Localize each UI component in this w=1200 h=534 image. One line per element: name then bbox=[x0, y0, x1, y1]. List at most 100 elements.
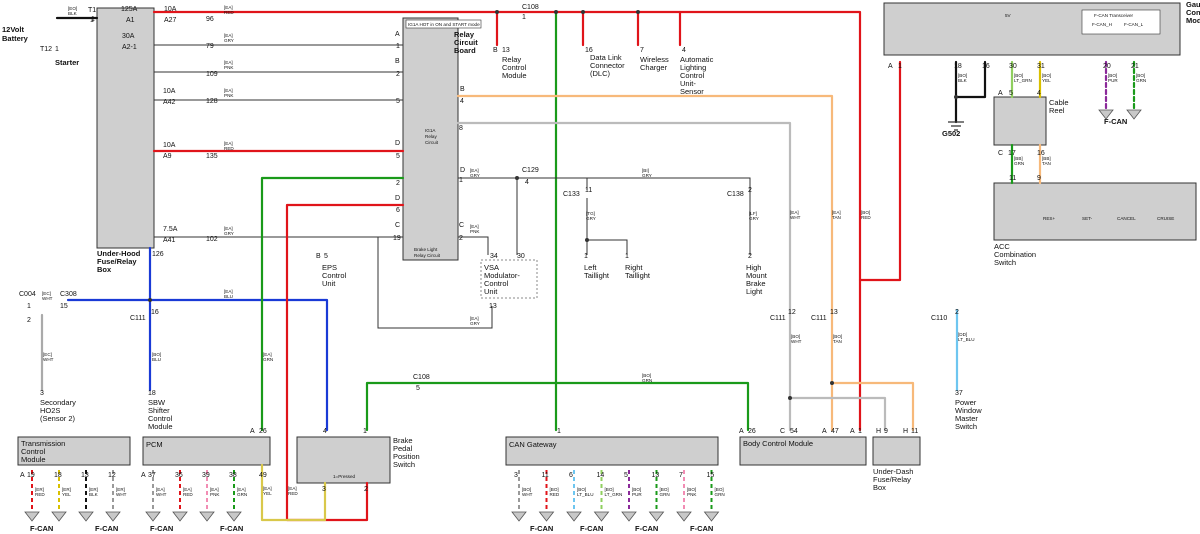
fcan-code: [ER] bbox=[89, 487, 98, 492]
code-ye-pcm49-2: YEL bbox=[263, 491, 272, 496]
code-red-top-1: [EA] bbox=[224, 5, 233, 10]
bcm-pin-54: 54 bbox=[790, 428, 798, 435]
code-red-135-1: [EA] bbox=[224, 141, 233, 146]
fcan-pin: 13 bbox=[652, 472, 660, 479]
ud-label-3: Box bbox=[873, 483, 886, 492]
bpps-pin-2: 2 bbox=[364, 486, 368, 493]
canl-label: F-CAN_L bbox=[1124, 22, 1144, 27]
ground-icon bbox=[948, 121, 964, 131]
vsa-label-3: Control bbox=[484, 279, 509, 288]
v5-label: 5V bbox=[1005, 13, 1012, 18]
gauge-pin-18: 18 bbox=[954, 63, 962, 70]
fcan-color: WHT bbox=[522, 492, 533, 497]
code-wht-ho2-1: [EC] bbox=[43, 352, 52, 357]
fcan-label: F-CAN bbox=[220, 524, 243, 533]
fcan-color: WHT bbox=[116, 492, 127, 497]
relay-title-3: Board bbox=[454, 46, 476, 55]
c133-label: C133 bbox=[563, 191, 580, 198]
c111-c-label: C111 bbox=[811, 315, 827, 322]
relay-letter-c2: C bbox=[459, 222, 464, 229]
vsa-pin-13: 13 bbox=[489, 303, 497, 310]
bpps-pin-1: 1 bbox=[363, 428, 367, 435]
fcan-color: GRN bbox=[660, 492, 670, 497]
sbw-label-1: SBW bbox=[148, 398, 166, 407]
fcan-color: PNK bbox=[210, 492, 220, 497]
fcan-triangle-icon bbox=[145, 511, 161, 522]
splice-10 bbox=[954, 95, 958, 99]
ud-pin-11: 11 bbox=[911, 428, 918, 435]
code-ltblu-1: [DD] bbox=[958, 332, 967, 337]
cr-letter-a: A bbox=[998, 90, 1003, 97]
relay-note-box bbox=[405, 19, 482, 29]
fuse-box-label-2: Fuse/Relay bbox=[97, 257, 137, 266]
ig1a-label-1: IG1A bbox=[425, 128, 436, 133]
fcan-triangle-icon bbox=[703, 511, 720, 522]
relay-letter-b1: B bbox=[395, 58, 400, 65]
code-gauge-30-2: LT_GRN bbox=[1014, 78, 1032, 83]
rcm-label-3: Module bbox=[502, 71, 527, 80]
vsa-pin-30: 30 bbox=[517, 253, 525, 260]
acc-pin-9: 9 bbox=[1037, 175, 1041, 182]
code-wht-bcm-2: WHT bbox=[790, 215, 801, 220]
pwms-label-1: Power bbox=[955, 398, 977, 407]
code-ye-pcm49-1: [EA] bbox=[263, 486, 272, 491]
fcan-triangle-icon bbox=[566, 511, 582, 522]
fcan-color: GRN bbox=[237, 492, 247, 497]
hmbl-pin: 2 bbox=[748, 253, 752, 260]
code-gry-tail-2: GRY bbox=[586, 216, 596, 221]
fcan-triangle-icon bbox=[1098, 109, 1114, 120]
code-tan-c111-1: [BO] bbox=[833, 334, 842, 339]
c129-pin: 4 bbox=[525, 179, 529, 186]
cr-pin-5: 5 bbox=[1009, 90, 1013, 97]
wireless-label-2: Charger bbox=[640, 63, 668, 72]
code-gry-102-1: [EA] bbox=[224, 226, 233, 231]
code-gry-c129-1: [BI] bbox=[642, 168, 649, 173]
fuse-7-5a: 7.5A bbox=[163, 226, 178, 233]
eps-pin: 5 bbox=[324, 253, 328, 260]
cable-reel-label-2: Reel bbox=[1049, 106, 1065, 115]
code-blk-2: BLK bbox=[68, 11, 78, 16]
fuse-a41: A41 bbox=[163, 237, 176, 244]
fuse-30a: 30A bbox=[122, 33, 135, 40]
code-tan-bcm-2: TAN bbox=[832, 215, 841, 220]
fcan-triangle-icon bbox=[538, 511, 555, 522]
c308-pin: 15 bbox=[60, 303, 68, 310]
fcan-pin: 6 bbox=[569, 472, 573, 479]
c138-pin: 2 bbox=[748, 187, 752, 194]
left-tail-label-2: Taillight bbox=[584, 271, 610, 280]
bcm-pin-26: 26 bbox=[748, 428, 756, 435]
fcan-color: RED bbox=[183, 492, 193, 497]
pwms-label-4: Switch bbox=[955, 422, 977, 431]
ho2s-label-1: Secondary bbox=[40, 398, 76, 407]
code-cr-17-1: [BB] bbox=[1014, 156, 1023, 161]
wire-gray-vsa bbox=[377, 237, 493, 329]
ud-letter-h2: H bbox=[903, 428, 908, 435]
relay-letter-c1: C bbox=[395, 222, 400, 229]
c308-label: C308 bbox=[60, 291, 77, 298]
splice-5 bbox=[148, 298, 152, 302]
gauge-pin-31: 31 bbox=[1037, 63, 1045, 70]
bpps-pin-4: 4 bbox=[323, 428, 327, 435]
fuses: 125A A1 10A A27 30A A2-1 10A A42 10A A9 … bbox=[121, 6, 178, 244]
splices bbox=[148, 10, 958, 400]
transceiver-label: F-CAN Transceiver bbox=[1094, 13, 1134, 18]
tcm-label-2: Control bbox=[21, 447, 46, 456]
code-gry-tail-1: [TG] bbox=[586, 211, 595, 216]
battery-label-2: Battery bbox=[2, 34, 29, 43]
bcm-pin-1: 1 bbox=[858, 428, 862, 435]
relay-letter-a: A bbox=[395, 31, 400, 38]
rcm-label-1: Relay bbox=[502, 55, 521, 64]
code-pnk-c2-2: PNK bbox=[470, 229, 480, 234]
code-blk-1: [EO] bbox=[68, 6, 77, 11]
sbw-label-4: Module bbox=[148, 422, 173, 431]
pcm-pin-49: 49 bbox=[259, 472, 267, 479]
alcu-pin: 4 bbox=[682, 47, 686, 54]
wire-red-top bbox=[152, 10, 902, 282]
code-tan-c111-2: TAN bbox=[833, 339, 842, 344]
fuse-pin-96: 96 bbox=[206, 16, 214, 23]
splice-6 bbox=[585, 238, 589, 242]
starter-conn: T12 bbox=[40, 46, 52, 53]
tcm-box bbox=[17, 436, 131, 466]
fuse-a2-1: A2-1 bbox=[122, 44, 137, 51]
